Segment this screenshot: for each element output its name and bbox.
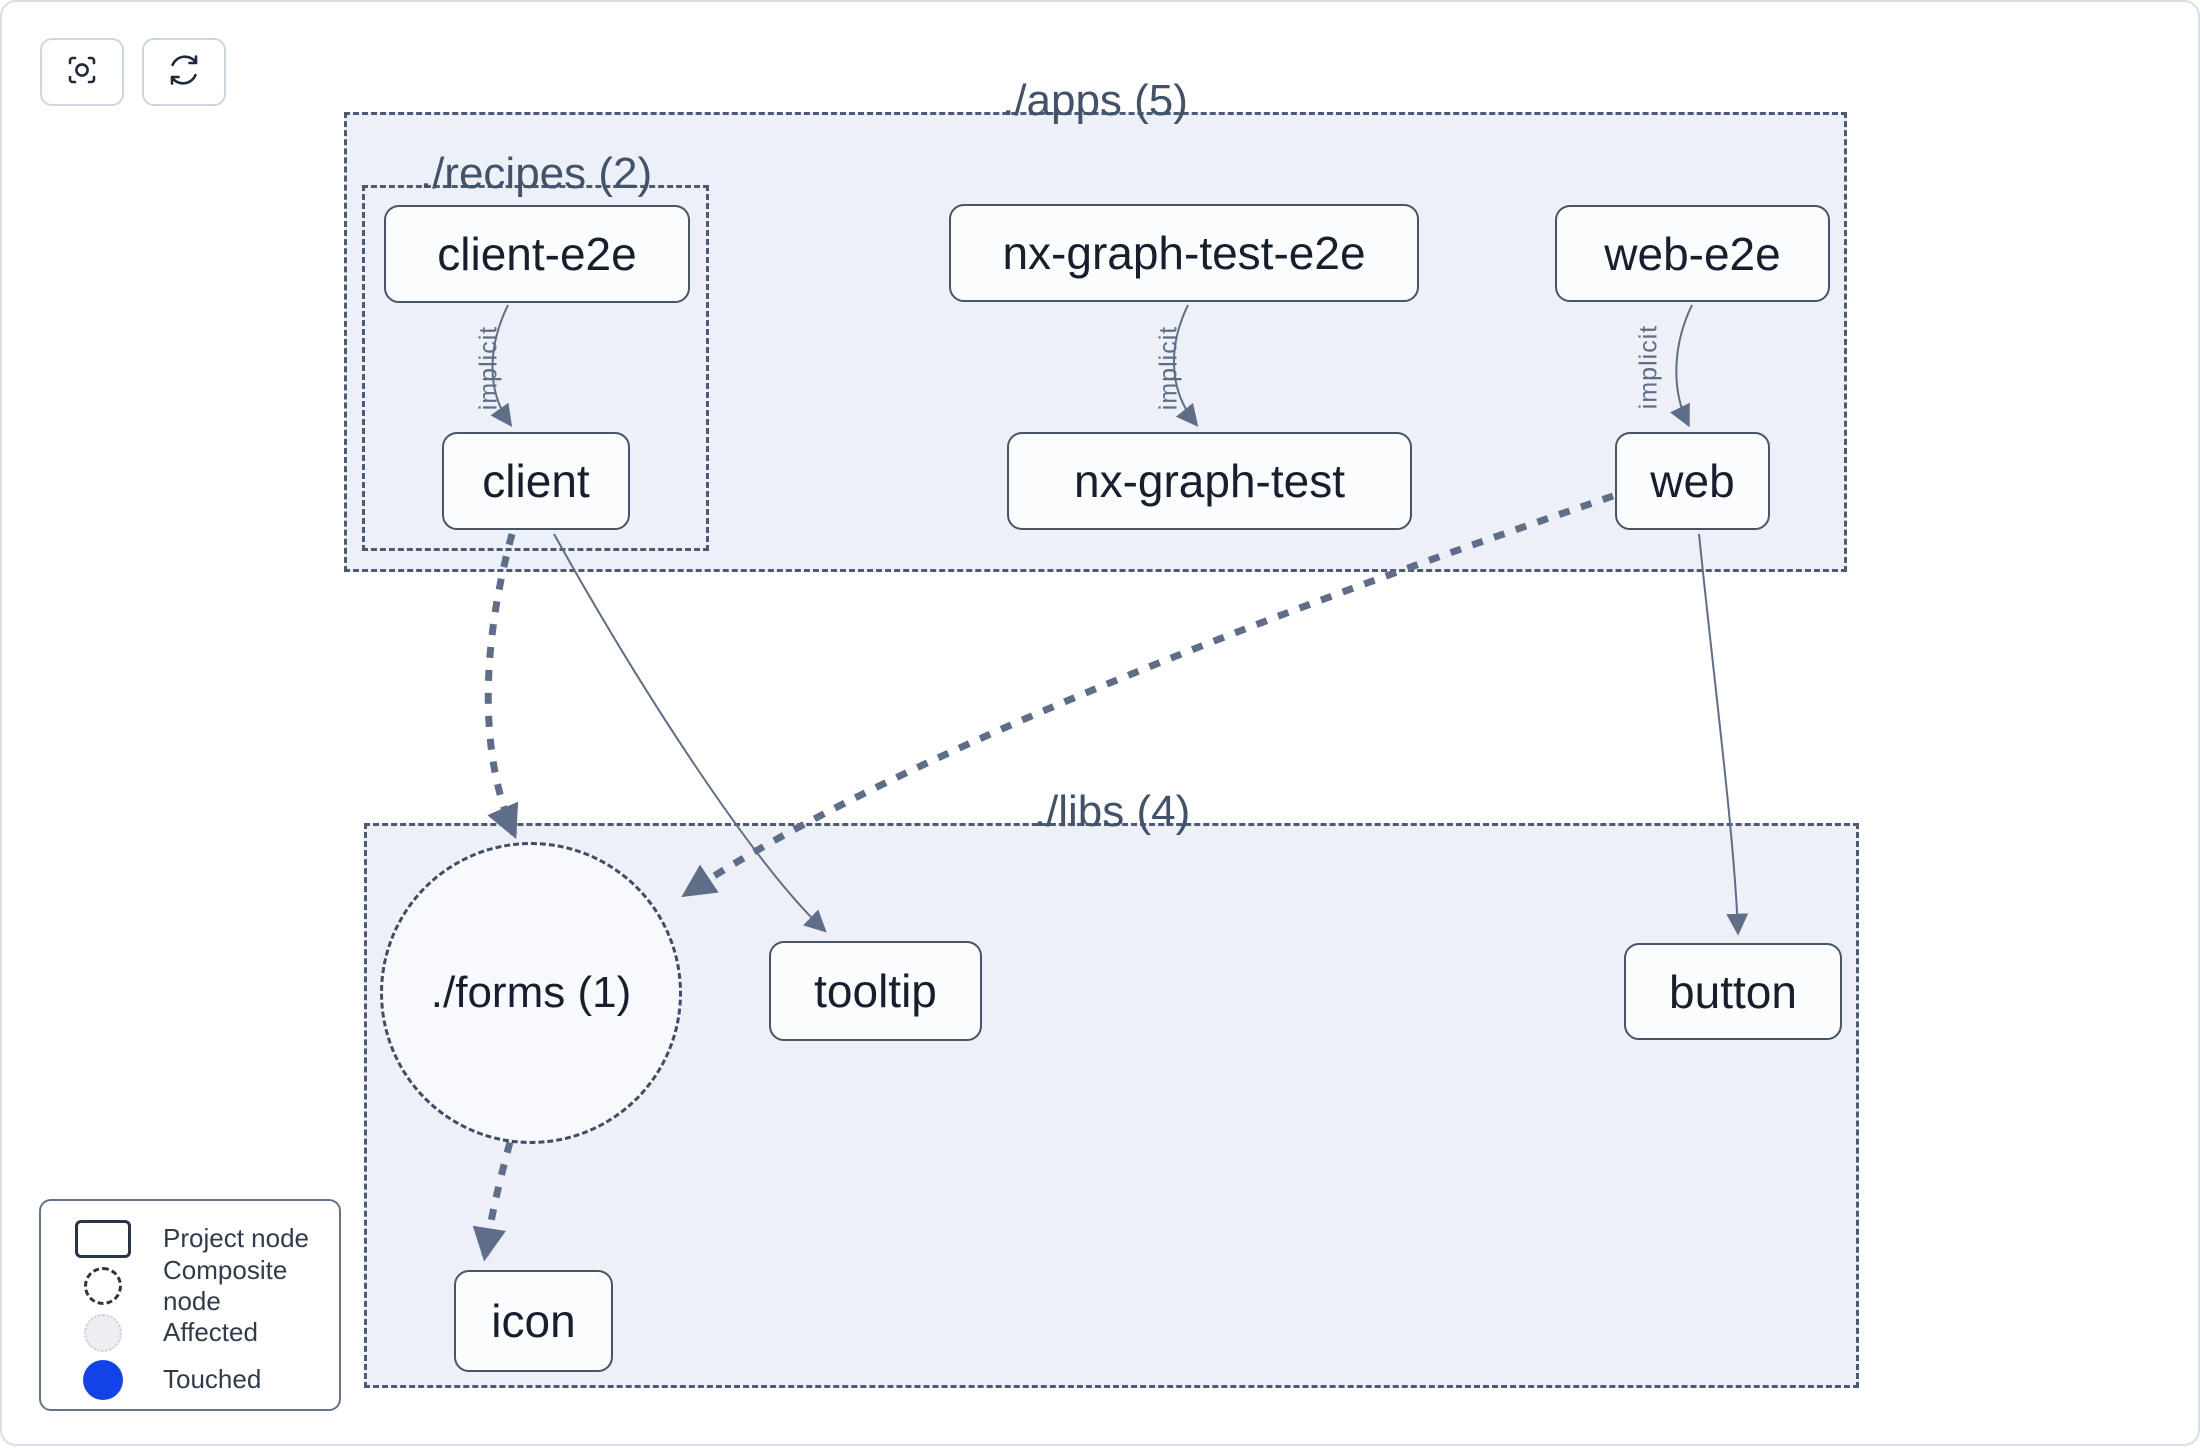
toolbar <box>40 38 226 106</box>
container-label-apps[interactable]: ./apps (5) <box>1002 76 1188 125</box>
node-icon[interactable]: icon <box>454 1270 613 1372</box>
edge-label-implicit-client: implicit <box>474 325 503 411</box>
legend-item-touched: Touched <box>67 1356 339 1403</box>
container-label-libs[interactable]: ./libs (4) <box>1033 787 1191 836</box>
focus-button[interactable] <box>40 38 124 106</box>
node-nx-graph-test-e2e[interactable]: nx-graph-test-e2e <box>949 204 1419 302</box>
node-client[interactable]: client <box>442 432 630 530</box>
refresh-button[interactable] <box>142 38 226 106</box>
legend-item-composite-node: Composite node <box>67 1255 339 1316</box>
legend-label: Affected <box>163 1317 258 1347</box>
edge-label-implicit-nx-graph-test: implicit <box>1154 325 1183 411</box>
legend-panel: Project node Composite node Affected Tou… <box>39 1199 341 1411</box>
touched-circle-swatch <box>67 1359 139 1400</box>
project-rect-swatch <box>67 1219 139 1258</box>
legend-label: Touched <box>163 1364 262 1394</box>
refresh-icon <box>165 51 203 94</box>
node-forms-composite[interactable]: ./forms (1) <box>380 842 682 1144</box>
node-tooltip[interactable]: tooltip <box>769 941 982 1041</box>
node-button[interactable]: button <box>1624 943 1842 1040</box>
node-web-e2e[interactable]: web-e2e <box>1555 205 1830 302</box>
node-client-e2e[interactable]: client-e2e <box>384 205 690 303</box>
node-nx-graph-test[interactable]: nx-graph-test <box>1007 432 1412 530</box>
legend-label: Composite node <box>163 1254 288 1316</box>
legend-item-project-node: Project node <box>67 1215 339 1262</box>
focus-icon <box>63 51 101 94</box>
edge-label-implicit-web: implicit <box>1634 324 1663 410</box>
affected-circle-swatch <box>67 1313 139 1352</box>
composite-circle-swatch <box>67 1266 139 1305</box>
edge-client-forms <box>484 533 519 840</box>
legend-item-affected: Affected <box>67 1309 339 1356</box>
node-web[interactable]: web <box>1615 432 1770 530</box>
container-label-recipes[interactable]: ./recipes (2) <box>419 149 653 198</box>
legend-label: Project node <box>163 1223 309 1253</box>
container-recipes <box>362 185 709 551</box>
